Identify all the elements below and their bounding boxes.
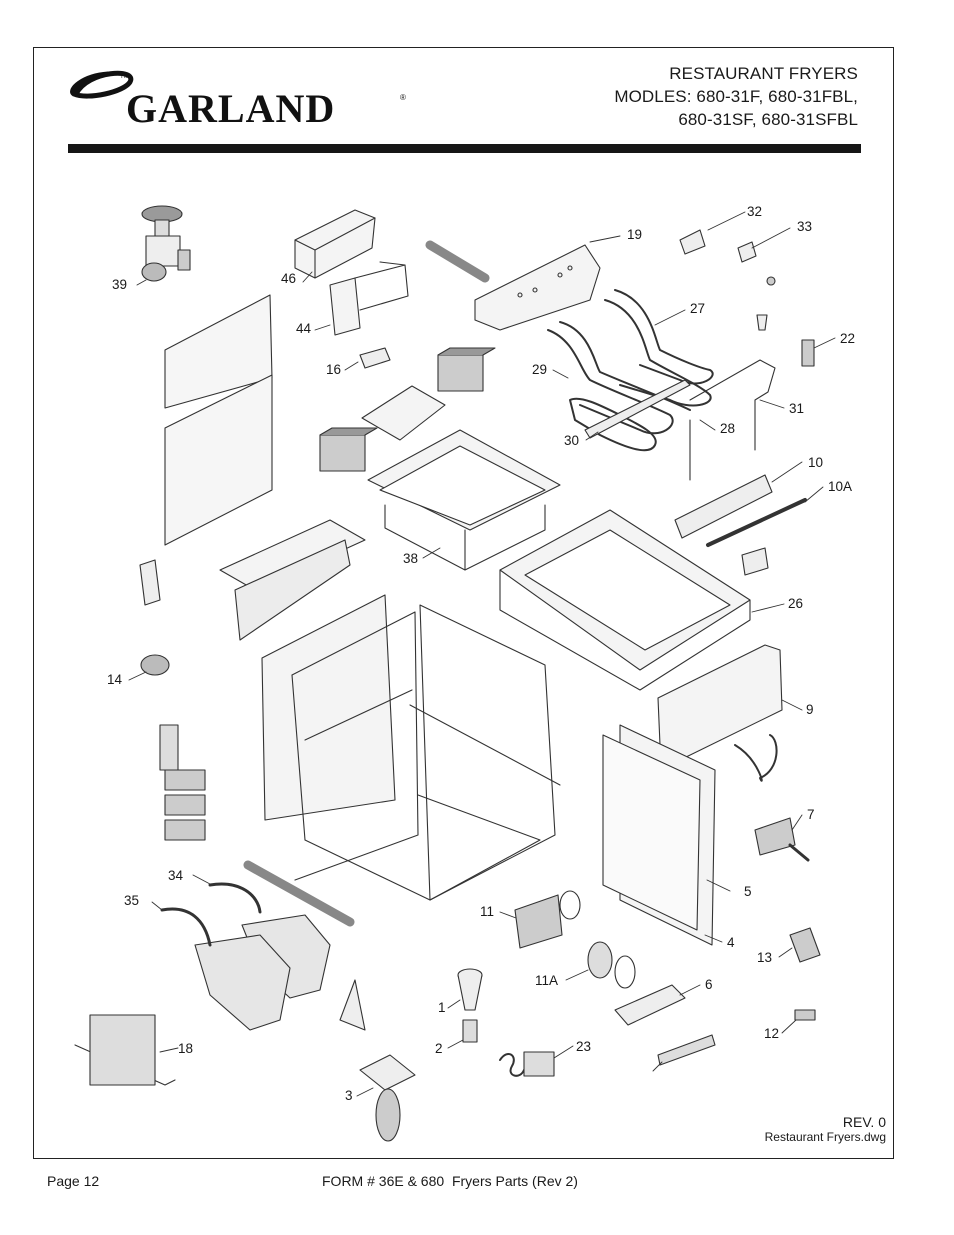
header-rule [68, 144, 861, 153]
callout-18: 18 [178, 1041, 193, 1056]
callout-11a: 11A [535, 973, 558, 988]
part-6-bracket [614, 984, 686, 1026]
callout-30: 30 [564, 433, 579, 448]
callout-28: 28 [720, 421, 735, 436]
part-46-nameplate [657, 1034, 716, 1066]
part-11a-dial [587, 941, 636, 989]
part-43-bracket [329, 261, 409, 336]
part-triangle-plate [339, 979, 366, 1031]
callout-10: 10 [808, 455, 823, 470]
part-7-thermostat [754, 817, 810, 862]
part-23-coil [499, 1051, 555, 1077]
part-38-fry-pot [367, 429, 561, 571]
part-rod [243, 860, 355, 927]
garland-logo: TM GARLAND ® [70, 70, 406, 131]
part-16-bracket [359, 347, 391, 369]
part-14-knob [140, 654, 170, 676]
part-13-switch [789, 927, 821, 963]
callout-26: 26 [788, 596, 803, 611]
part-27-element [604, 289, 714, 407]
callout-1: 1 [438, 1000, 446, 1015]
callout-34: 34 [168, 868, 184, 883]
part-2-foot [462, 1019, 478, 1043]
callout-9: 9 [806, 702, 814, 717]
part-32-clip [679, 229, 706, 255]
callout-44: 46 [281, 271, 296, 286]
part-10-tray [674, 474, 773, 539]
part-34-basket [208, 882, 331, 999]
part-29-element [547, 321, 691, 435]
svg-text:TM: TM [120, 74, 129, 80]
callout-43: 44 [296, 321, 312, 336]
part-9-back-panel [657, 644, 783, 761]
part-5-door [602, 734, 701, 931]
part-contactor-lower [319, 427, 378, 472]
leader-lines [128, 211, 836, 1097]
part-22-fitting [801, 339, 815, 367]
callout-35: 35 [124, 893, 139, 908]
part-33-clip [737, 241, 757, 263]
part-bracket-small [139, 559, 161, 606]
svg-text:GARLAND: GARLAND [126, 86, 335, 131]
drawing-frame [33, 47, 894, 1159]
callout-32: 32 [747, 204, 762, 219]
callout-10a: 10A [828, 479, 852, 494]
callout-27: 27 [690, 301, 705, 316]
part-contactor-upper [437, 347, 496, 392]
part-fitting [756, 276, 776, 331]
page-number: Page 12 [47, 1173, 100, 1189]
callout-3: 3 [345, 1088, 353, 1103]
callout-labels: 39 46 44 16 19 32 33 27 22 29 31 28 30 1… [107, 204, 855, 1103]
callout-33: 33 [797, 219, 812, 234]
part-cabinet-frame [261, 594, 561, 901]
callout-38: 38 [403, 551, 418, 566]
part-26-top [499, 509, 751, 691]
part-terminal-blocks [159, 724, 206, 841]
part-18-terminal-block [74, 1014, 176, 1086]
callout-6: 6 [705, 977, 713, 992]
callout-11: 11 [480, 904, 494, 919]
part-19-bracket [425, 240, 601, 331]
callout-5: 5 [744, 884, 752, 899]
part-30-element [569, 397, 657, 452]
callout-16: 16 [326, 362, 341, 377]
callout-14: 14 [107, 672, 123, 687]
callout-19: 19 [627, 227, 642, 242]
callout-2: 2 [435, 1041, 443, 1056]
callout-39: 39 [112, 277, 127, 292]
part-11-control [514, 890, 581, 949]
part-clip-mid [741, 547, 769, 576]
diagram-title: RESTAURANT FRYERS MODLES: 680-31F, 680-3… [614, 62, 858, 131]
part-10a-bar [706, 498, 807, 547]
part-31-element-bracket [689, 359, 776, 481]
callout-4: 4 [727, 935, 735, 950]
part-12-light [794, 1009, 816, 1021]
callout-31: 31 [789, 401, 804, 416]
part-3-caster [359, 1054, 416, 1142]
callout-22: 22 [840, 331, 855, 346]
part-wire-harness [734, 734, 778, 782]
drawing-filename: Restaurant Fryers.dwg [764, 1130, 886, 1144]
part-1-leg [457, 968, 483, 1011]
part-44-cover [294, 209, 376, 279]
part-35-basket [160, 907, 291, 1031]
form-reference: FORM # 36E & 680 Fryers Parts (Rev 2) [322, 1173, 578, 1189]
svg-text:®: ® [400, 93, 406, 102]
title-line-2: MODLES: 680-31F, 680-31FBL, [614, 87, 858, 106]
part-shelf-plate [361, 385, 446, 441]
part-side-panel-lower [164, 374, 273, 546]
title-line-1: RESTAURANT FRYERS [669, 64, 858, 83]
title-line-3: 680-31SF, 680-31SFBL [678, 110, 858, 129]
part-39-gas-valve [141, 205, 191, 282]
callout-7: 7 [807, 807, 815, 822]
callout-23: 23 [576, 1039, 591, 1054]
callout-29: 29 [532, 362, 547, 377]
revision-label: REV. 0 [842, 1114, 886, 1130]
revision-block: REV. 0 Restaurant Fryers.dwg [765, 1115, 886, 1145]
callout-12: 12 [764, 1026, 779, 1041]
callout-13: 13 [757, 950, 772, 965]
part-channel [219, 519, 366, 641]
part-28-holder [584, 379, 691, 439]
